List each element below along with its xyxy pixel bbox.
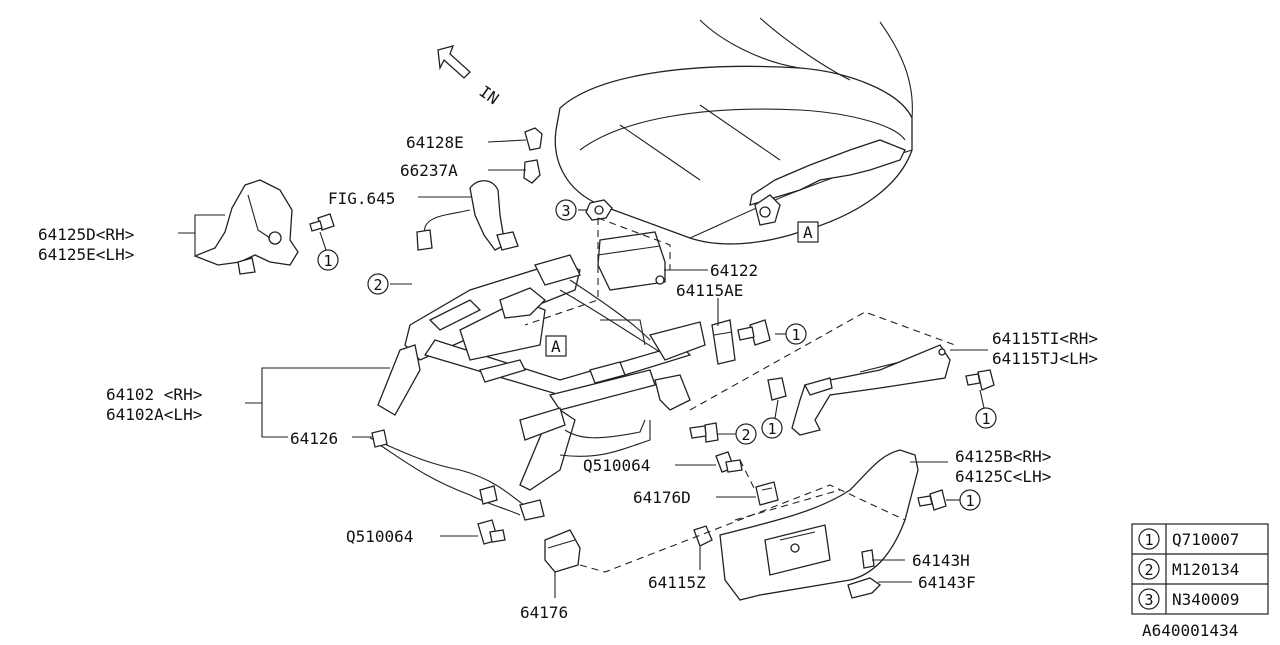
label-64128e: 64128E	[406, 133, 464, 152]
seat-belt-buckle	[416, 180, 519, 251]
circle-2-a: 2	[367, 273, 389, 295]
label-64125b: 64125B<RH>	[955, 447, 1051, 466]
side-bracket-64125d	[193, 179, 299, 275]
bolt-64115ti	[965, 369, 995, 391]
bolt-2-lower	[689, 422, 719, 443]
label-q510064-low: Q510064	[346, 527, 413, 546]
label-64102a: 64102A<LH>	[106, 405, 202, 424]
label-q510064-mid: Q510064	[583, 456, 650, 475]
label-64122: 64122	[710, 261, 758, 280]
label-64125d: 64125D<RH>	[38, 225, 134, 244]
circle-markers: 1 2 3 1 1 2 1 1	[317, 199, 997, 511]
nut-3	[585, 199, 613, 221]
connector-64176	[544, 529, 581, 573]
seat-cushion	[554, 17, 913, 245]
seat-frame	[377, 254, 706, 491]
svg-text:1: 1	[324, 252, 333, 270]
bracket-64115ae	[711, 319, 736, 365]
label-64102: 64102 <RH>	[106, 385, 202, 404]
fastener-legend: 1 Q710007 2 M120134 3 N340009	[1131, 523, 1269, 615]
circle-1-c: 1	[975, 407, 997, 429]
legend-row-1: 1 Q710007	[1138, 528, 1239, 550]
legend-row-3: 3 N340009	[1138, 588, 1239, 610]
trim-cover-64115ti	[791, 344, 951, 436]
circle-1-d: 1	[761, 417, 783, 439]
circle-1-a: 1	[317, 249, 339, 271]
svg-text:1: 1	[1145, 531, 1154, 549]
svg-text:1: 1	[768, 420, 777, 438]
label-64176d: 64176D	[633, 488, 691, 507]
label-64126: 64126	[290, 429, 338, 448]
fastener-q510064-low	[477, 519, 506, 545]
label-64115z: 64115Z	[648, 573, 706, 592]
dashed-assembly-lines	[524, 217, 956, 573]
label-64125e: 64125E<LH>	[38, 245, 134, 264]
svg-text:1: 1	[982, 410, 991, 428]
svg-text:2: 2	[374, 276, 383, 294]
bolt-64125b	[917, 489, 947, 511]
clip-64128e	[524, 127, 543, 151]
leader-lines	[178, 139, 988, 598]
wire-harness-64126	[369, 429, 545, 521]
clip-64115z	[693, 525, 713, 547]
side-cover-64125b	[719, 449, 919, 601]
circle-1-e: 1	[959, 489, 981, 511]
label-64125c: 64125C<LH>	[955, 467, 1051, 486]
label-64143f: 64143F	[918, 573, 976, 592]
callout-labels: 64128E 66237A FIG.645 64125D<RH> 64125E<…	[38, 133, 1098, 622]
svg-text:Q710007: Q710007	[1172, 530, 1239, 549]
knob-64143h	[861, 549, 875, 569]
bolt-64125d	[309, 213, 335, 232]
control-module-64122	[597, 231, 666, 291]
svg-text:3: 3	[562, 202, 571, 220]
connector-64176d	[755, 481, 779, 506]
svg-text:3: 3	[1145, 591, 1154, 609]
circle-3: 3	[555, 199, 577, 221]
clip-66237a	[523, 159, 541, 184]
drawing-number: A640001434	[1142, 621, 1238, 640]
svg-text:2: 2	[1145, 561, 1154, 579]
bolt-1-center	[767, 377, 787, 401]
svg-text:A: A	[551, 337, 561, 356]
svg-text:2: 2	[742, 426, 751, 444]
svg-text:A: A	[803, 223, 813, 242]
svg-text:1: 1	[966, 492, 975, 510]
knob-64143f	[847, 577, 882, 599]
label-66237a: 66237A	[400, 161, 458, 180]
label-fig645: FIG.645	[328, 189, 395, 208]
svg-text:1: 1	[792, 326, 801, 344]
in-direction-arrow: IN	[437, 45, 503, 109]
legend-row-2: 2 M120134	[1138, 558, 1239, 580]
svg-text:M120134: M120134	[1172, 560, 1239, 579]
label-64115tj: 64115TJ<LH>	[992, 349, 1098, 368]
label-64115ae: 64115AE	[676, 281, 743, 300]
label-64176: 64176	[520, 603, 568, 622]
label-64115ti: 64115TI<RH>	[992, 329, 1098, 348]
fastener-q510064-mid	[715, 451, 743, 473]
label-64143h: 64143H	[912, 551, 970, 570]
bolt-64115ae	[737, 319, 771, 346]
in-label: IN	[476, 82, 503, 109]
ref-mark-a-upper: A	[797, 221, 819, 243]
circle-1-b: 1	[785, 323, 807, 345]
ref-mark-a-lower: A	[545, 335, 567, 357]
svg-text:N340009: N340009	[1172, 590, 1239, 609]
circle-2-b: 2	[735, 423, 757, 445]
